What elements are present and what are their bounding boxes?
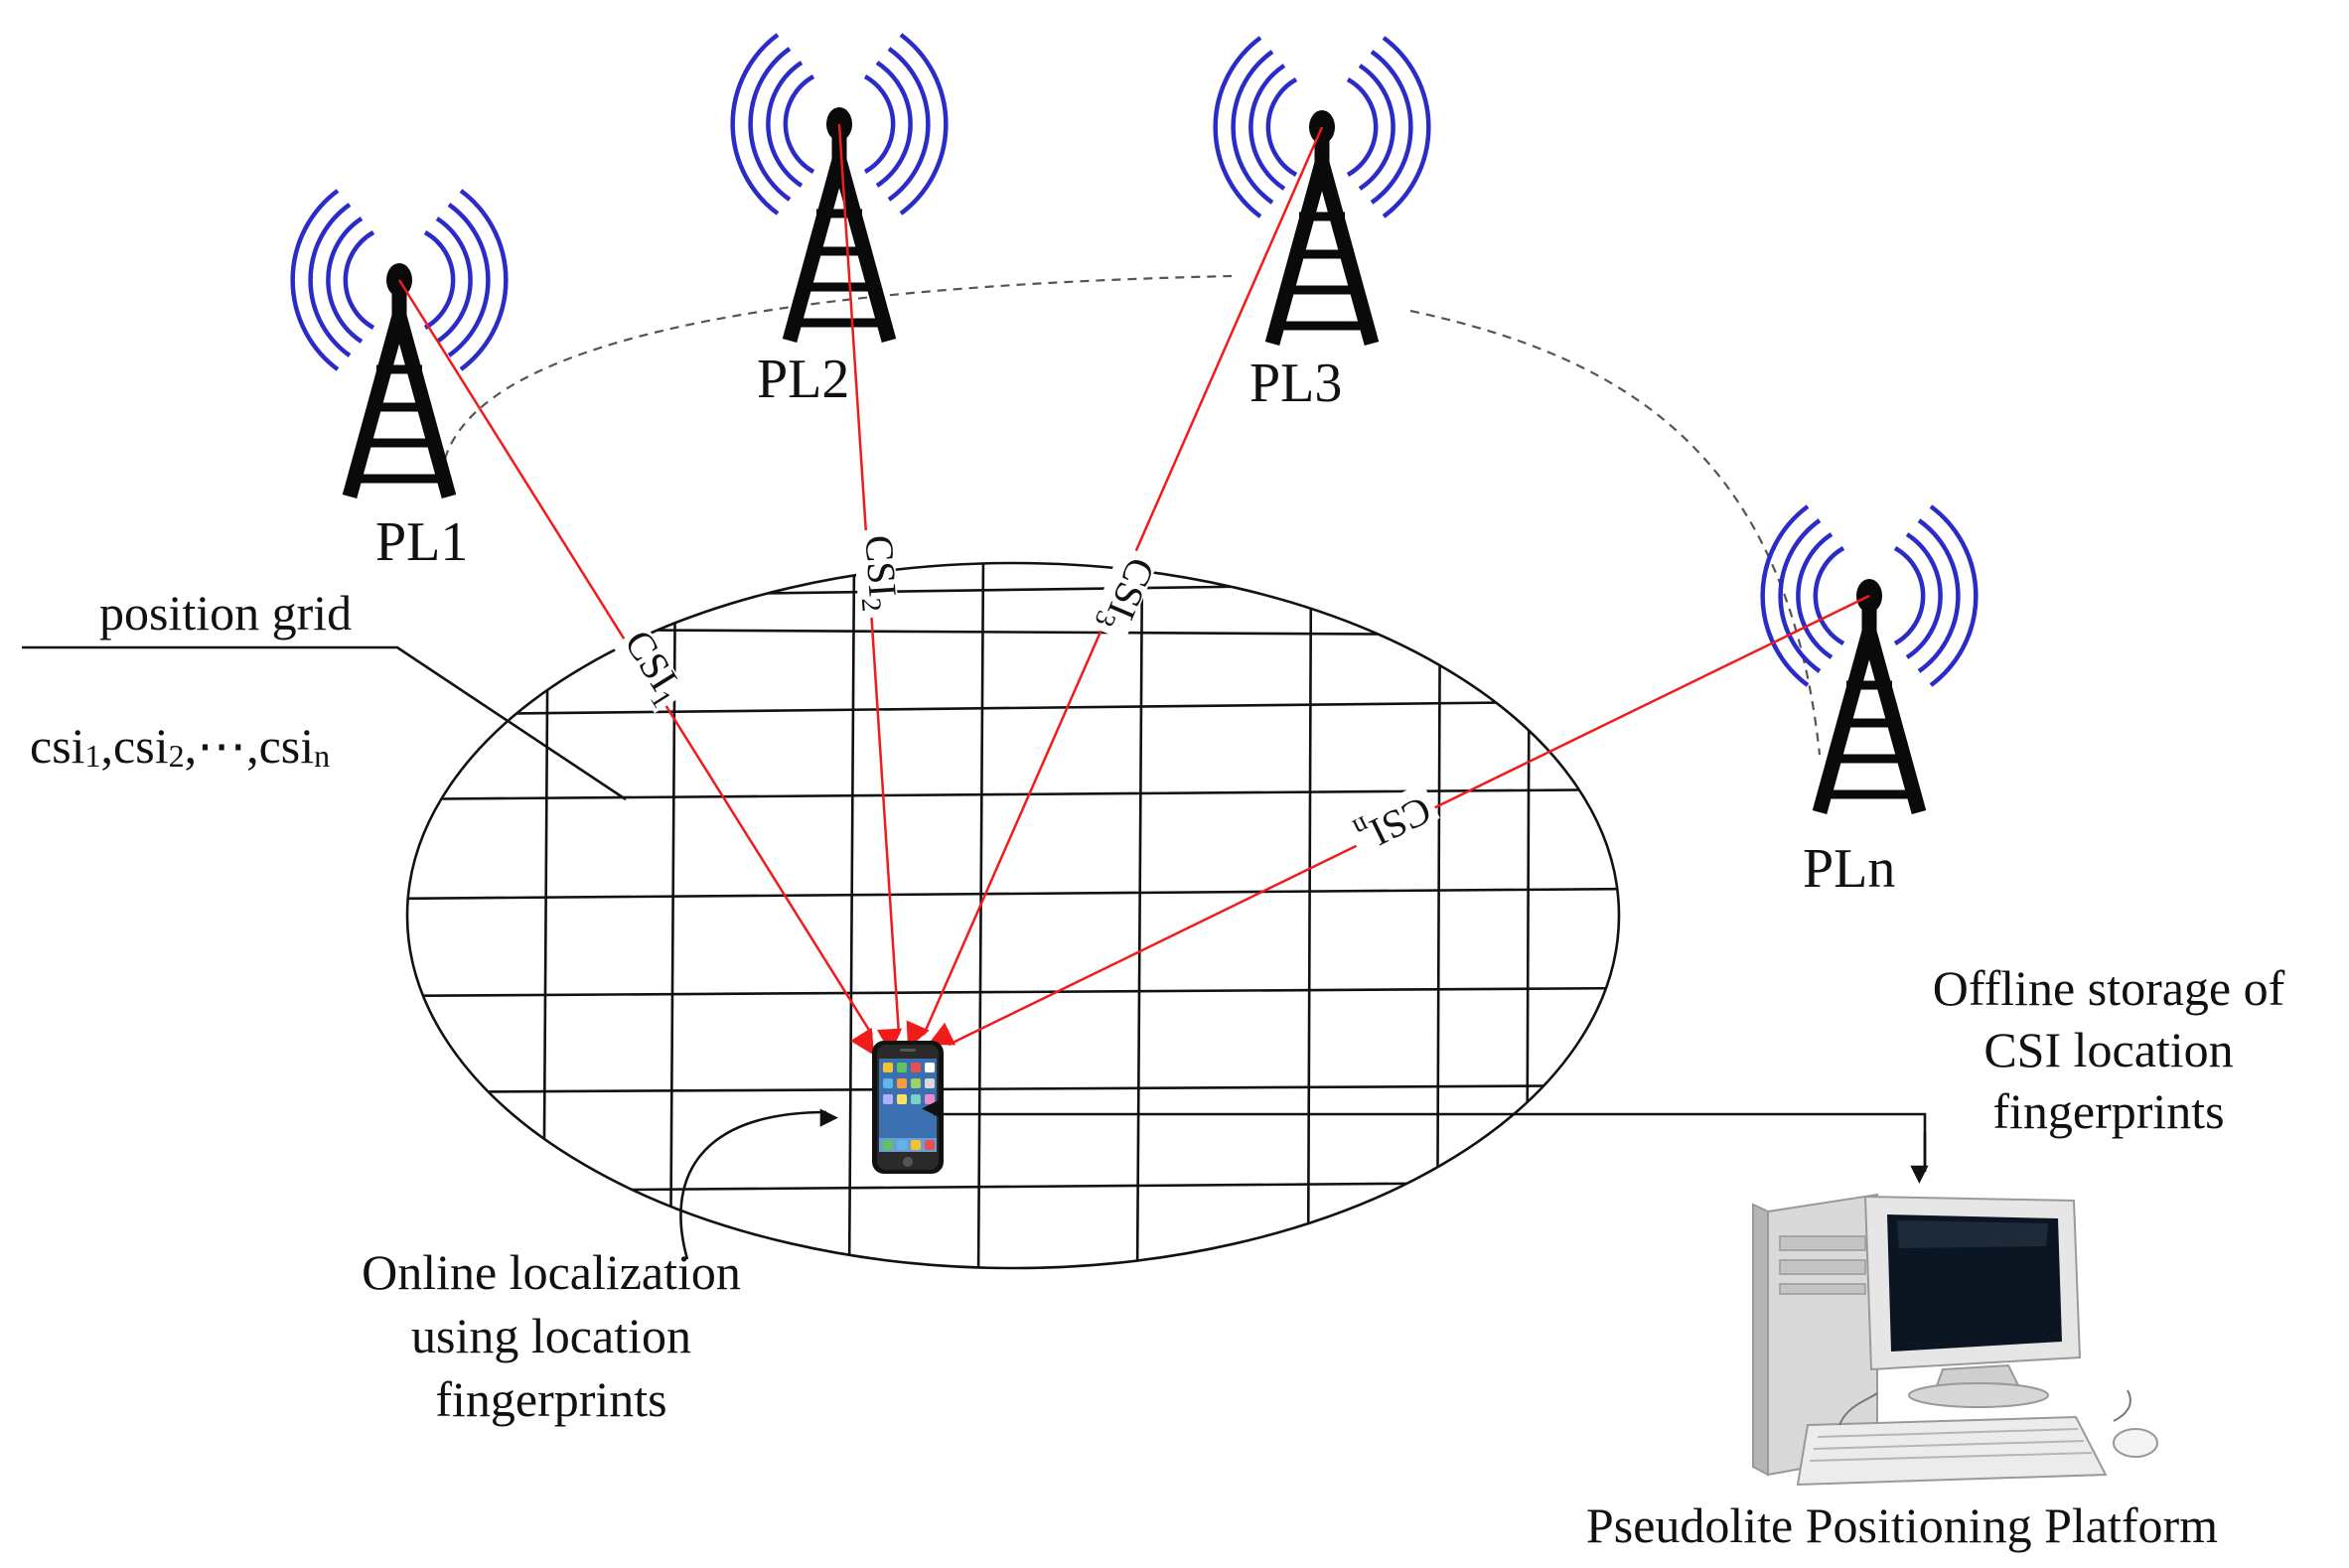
csi2-sub: 2 — [855, 597, 887, 613]
tower-label-pl3: PL3 — [1249, 353, 1342, 414]
position-grid-label: position grid — [99, 585, 352, 641]
tower-pln — [1763, 506, 1977, 812]
tower-label-pl2: PL2 — [757, 349, 849, 410]
tower-label-pln: PLn — [1803, 838, 1895, 900]
tower-pl1 — [293, 191, 507, 497]
smartphone-icon — [872, 1041, 944, 1174]
position-grid-leader — [22, 645, 627, 801]
online-label-line2: using location — [411, 1308, 691, 1363]
online-localization-arrow — [679, 1108, 838, 1260]
pseudolite-ring-arc-right — [1409, 309, 1822, 756]
pseudolite-ring-arc — [443, 274, 1233, 460]
position-grid — [405, 561, 1621, 1270]
offline-label-line3: fingerprints — [1992, 1083, 2224, 1139]
radio-tower-icon — [1763, 506, 1977, 812]
csi2-base: CSI — [856, 533, 905, 598]
svg-text:CSI2: CSI2 — [850, 533, 906, 613]
online-label-line3: fingerprints — [435, 1371, 666, 1427]
offline-label-line1: Offline storage of — [1933, 960, 2285, 1016]
radio-tower-icon — [293, 191, 507, 497]
offline-label-line2: CSI location — [1983, 1022, 2233, 1077]
tower-label-pl1: PL1 — [375, 511, 468, 573]
platform-label: Pseudolite Positioning Platform — [1586, 1497, 2218, 1553]
radio-tower-icon — [733, 35, 947, 341]
label-csi2: CSI2 — [850, 528, 906, 619]
desktop-computer-icon — [1752, 1193, 2158, 1487]
tower-pl2 — [733, 35, 947, 341]
fingerprint-vector: csi1,csi2,⋯,csin — [30, 718, 330, 774]
online-label-line1: Online localization — [362, 1244, 741, 1300]
